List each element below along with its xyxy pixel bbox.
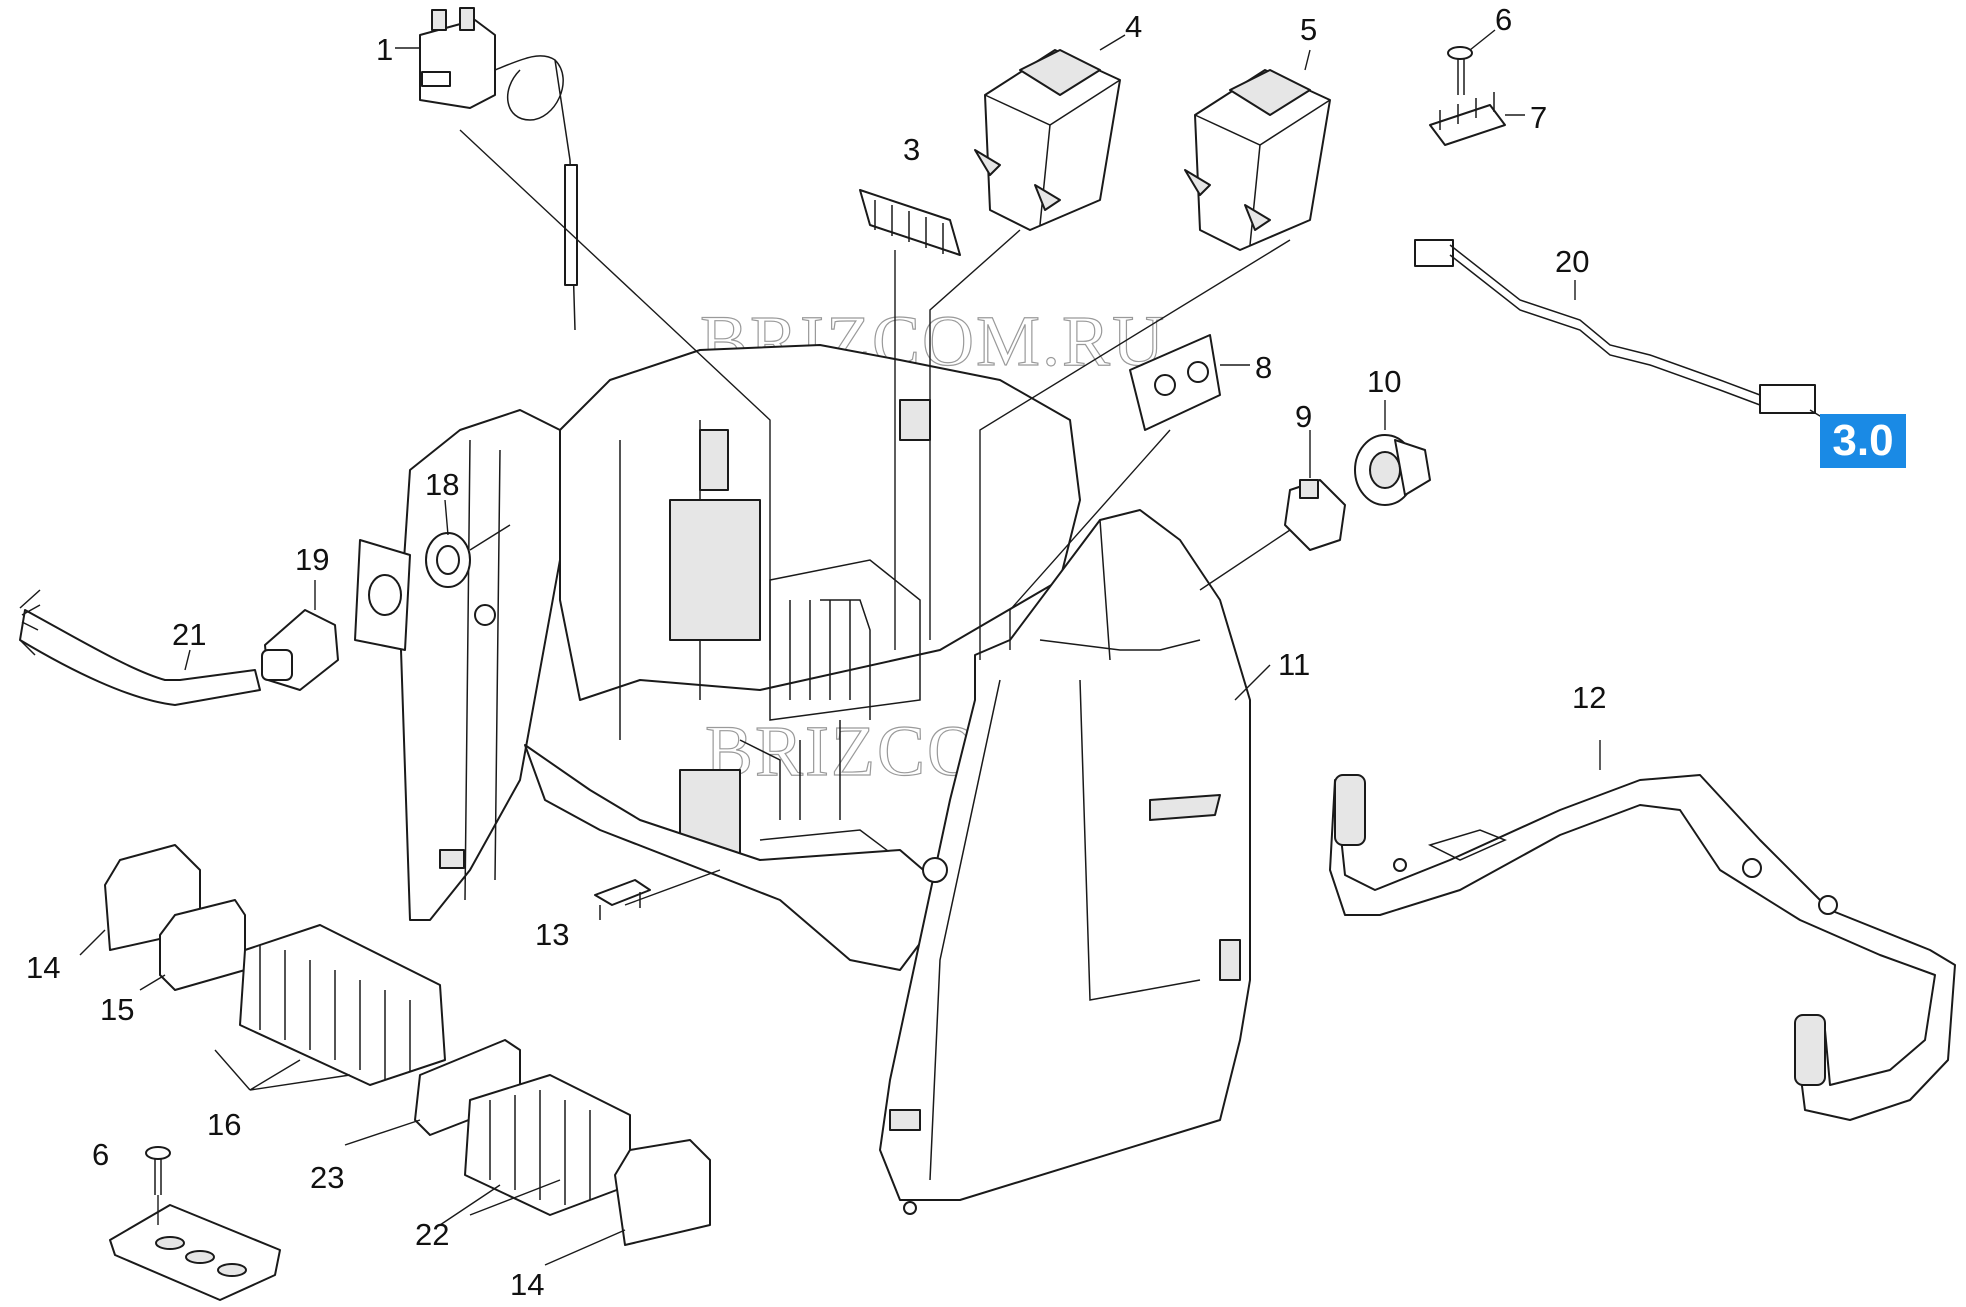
part-7-terminal-block bbox=[1429, 92, 1525, 146]
part-14-end-plate-right bbox=[544, 1139, 711, 1266]
callout-8: 8 bbox=[1255, 350, 1272, 385]
part-20-wiring-harness bbox=[1414, 239, 1836, 426]
callout-14-bottom: 14 bbox=[510, 1267, 544, 1302]
callout-13: 13 bbox=[535, 917, 569, 952]
callout-1: 1 bbox=[376, 32, 393, 67]
part-6-screw-bottom bbox=[145, 1146, 171, 1195]
callout-3: 3 bbox=[903, 132, 920, 167]
part-19-cable-gland bbox=[261, 539, 411, 691]
callout-5: 5 bbox=[1300, 12, 1317, 47]
part-8-panel bbox=[1009, 334, 1250, 650]
reference-badge[interactable]: 3.0 bbox=[1820, 414, 1906, 468]
callout-20: 20 bbox=[1555, 244, 1589, 279]
part-15-separator-plate bbox=[139, 899, 246, 991]
part-4-transformer bbox=[929, 34, 1126, 640]
leader-11 bbox=[1234, 664, 1271, 701]
callout-15: 15 bbox=[100, 992, 134, 1027]
callout-6-bottom: 6 bbox=[92, 1137, 109, 1172]
callout-11: 11 bbox=[1278, 647, 1310, 682]
part-16-terminal-blocks bbox=[214, 924, 446, 1091]
callout-14-left: 14 bbox=[26, 950, 60, 985]
part-22-terminal-blocks bbox=[439, 1074, 631, 1226]
part-18-nut bbox=[425, 499, 511, 588]
part-9-switch bbox=[1199, 430, 1346, 591]
callout-21: 21 bbox=[172, 617, 206, 652]
callout-12: 12 bbox=[1572, 680, 1606, 715]
callout-16: 16 bbox=[207, 1107, 241, 1142]
callout-4: 4 bbox=[1125, 9, 1142, 44]
callout-7: 7 bbox=[1530, 100, 1547, 135]
callout-23: 23 bbox=[310, 1160, 344, 1195]
part-10-knob bbox=[1354, 400, 1431, 506]
callout-9: 9 bbox=[1295, 399, 1312, 434]
part-5-transformer bbox=[979, 49, 1331, 660]
callout-10: 10 bbox=[1367, 364, 1401, 399]
din-rail bbox=[109, 1195, 281, 1301]
part-21-cable bbox=[19, 589, 261, 706]
part-13-clip bbox=[594, 869, 721, 920]
part-12-handle-frame bbox=[1329, 740, 1956, 1121]
part-11-housing bbox=[399, 344, 1251, 1215]
callout-18: 18 bbox=[425, 467, 459, 502]
callout-22: 22 bbox=[415, 1217, 449, 1252]
callout-6-top: 6 bbox=[1495, 2, 1512, 37]
callout-19: 19 bbox=[295, 542, 329, 577]
part-1-thermostat bbox=[419, 7, 771, 660]
part-6-screw-top bbox=[1447, 29, 1496, 95]
part-3-terminal-strip bbox=[859, 189, 961, 650]
